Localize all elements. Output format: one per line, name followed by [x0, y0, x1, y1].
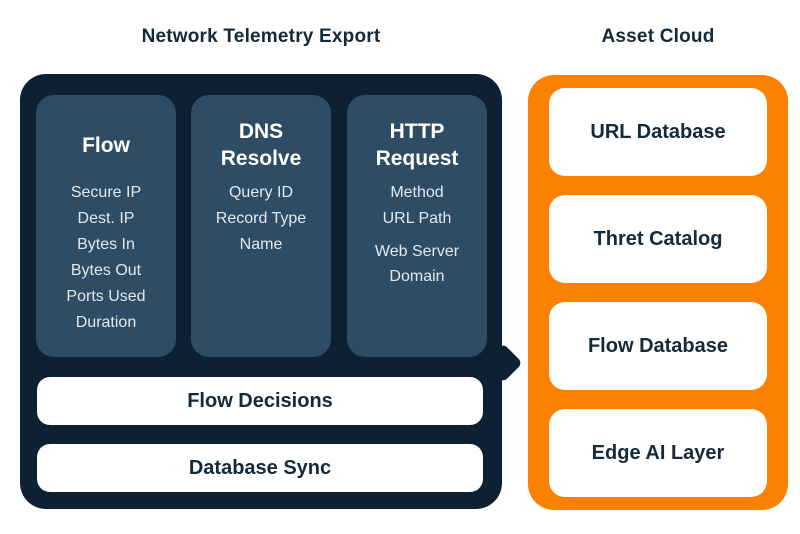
asset-cloud-title: Asset Cloud — [601, 26, 715, 47]
list-item: Method — [390, 184, 444, 201]
dns-resolve-column-items: Query ID Record Type Name — [191, 180, 331, 258]
dns-resolve-column: DNS Resolve Query ID Record Type Name — [191, 95, 331, 357]
list-item: Duration — [75, 314, 137, 331]
database-sync-bar: Database Sync — [37, 444, 483, 492]
list-item: Record Type — [215, 210, 307, 227]
list-item: Dest. IP — [77, 210, 135, 227]
connector-arrow-icon — [483, 343, 523, 383]
list-item: Secure IP — [70, 184, 142, 201]
list-item: Ports Used — [66, 288, 146, 305]
flow-decisions-bar: Flow Decisions — [37, 377, 483, 425]
http-request-column: HTTP Request Method URL Path Web Server … — [347, 95, 487, 357]
edge-ai-layer-label: Edge AI Layer — [591, 441, 725, 464]
list-item: URL Path — [382, 210, 452, 227]
http-request-column-items: Method URL Path Web Server Domain — [347, 180, 487, 289]
flow-column-items: Secure IP Dest. IP Bytes In Bytes Out Po… — [36, 180, 176, 336]
edge-ai-layer-box: Edge AI Layer — [549, 409, 767, 497]
http-request-column-header: HTTP Request — [375, 120, 459, 170]
flow-column-header: Flow — [82, 133, 130, 157]
flow-column: Flow Secure IP Dest. IP Bytes In Bytes O… — [36, 95, 176, 357]
dns-resolve-column-header: DNS Resolve — [220, 120, 302, 170]
list-item: Name — [239, 236, 283, 253]
database-sync-label: Database Sync — [188, 456, 332, 479]
url-database-label: URL Database — [590, 120, 726, 143]
threat-catalog-box: Thret Catalog — [549, 195, 767, 283]
threat-catalog-label: Thret Catalog — [593, 227, 723, 250]
list-item: Query ID — [228, 184, 293, 201]
network-telemetry-panel: Flow Secure IP Dest. IP Bytes In Bytes O… — [20, 74, 523, 509]
telemetry-panel-title: Network Telemetry Export — [141, 26, 381, 47]
list-item: Web Server Domain — [374, 243, 460, 285]
flow-database-box: Flow Database — [549, 302, 767, 390]
flow-database-label: Flow Database — [587, 334, 729, 357]
url-database-box: URL Database — [549, 88, 767, 176]
list-item: Bytes Out — [70, 262, 142, 279]
flow-decisions-label: Flow Decisions — [187, 389, 333, 412]
list-item: Bytes In — [77, 236, 135, 253]
asset-cloud-panel: URL Database Thret Catalog Flow Database… — [528, 75, 788, 510]
